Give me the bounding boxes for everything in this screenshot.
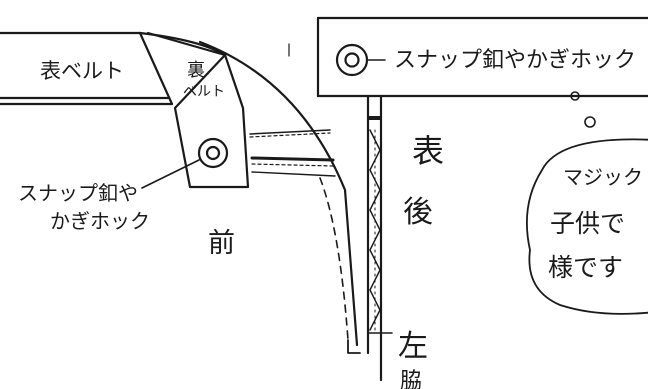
snap-button-icon bbox=[197, 137, 229, 169]
back-label: 後 bbox=[403, 195, 433, 230]
front-panel bbox=[198, 40, 361, 354]
outer-belt bbox=[0, 31, 174, 106]
snap-button-top-icon bbox=[335, 43, 369, 77]
inner-belt-panel bbox=[138, 31, 250, 189]
bubble-line-1: マジック bbox=[563, 165, 643, 189]
thought-bubble bbox=[525, 91, 648, 315]
bubble-line-2: 子供で bbox=[550, 209, 625, 238]
snap-top-label: スナップ釦やかぎホック bbox=[394, 48, 636, 73]
bubble-line-3: 様です bbox=[548, 253, 623, 282]
left-label: 左 bbox=[398, 329, 428, 364]
inner-belt-label-2: ベルト bbox=[183, 84, 225, 100]
fly-guide-dashed bbox=[319, 177, 349, 341]
leader-line-left bbox=[141, 159, 200, 189]
snap-left-label-1: スナップ釦や bbox=[18, 181, 138, 205]
top-label-box bbox=[316, 16, 648, 98]
outer-belt-label: 表ベルト bbox=[40, 59, 124, 83]
inner-belt-label-1: 裏 bbox=[187, 60, 205, 81]
front-label: 前 bbox=[208, 228, 235, 259]
zipper-seam bbox=[366, 94, 383, 382]
snap-left-label-2: かぎホック bbox=[50, 209, 150, 233]
outer-label: 表 bbox=[412, 132, 444, 170]
side-label: 脇 bbox=[400, 369, 422, 389]
